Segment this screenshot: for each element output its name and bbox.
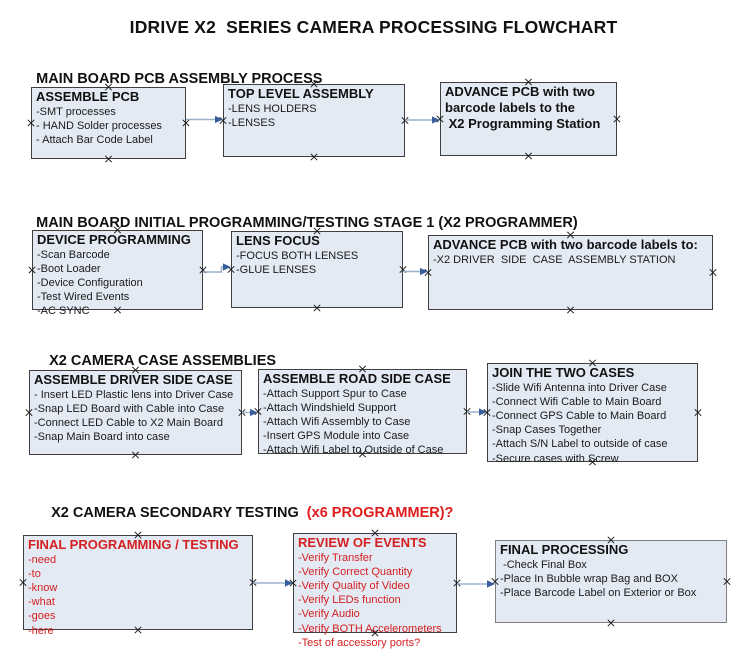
flow-box-final-programming-testing: FINAL PROGRAMMING / TESTING-need-to-know…: [23, 535, 253, 637]
box-item: -Place Barcode Label on Exterior or Box: [500, 586, 697, 599]
box-item: -Verify Correct Quantity: [298, 565, 413, 578]
box-item: -know: [28, 581, 58, 594]
section-heading-pcb-assembly: MAIN BOARD PCB ASSEMBLY PROCESS: [20, 55, 322, 103]
flow-box-join-the-two-cases: JOIN THE TWO CASES-Slide Wifi Antenna in…: [487, 363, 698, 465]
box-item: -Connect GPS Cable to Main Board: [492, 409, 667, 422]
box-item: -Attach S/N Label to outside of case: [492, 438, 668, 451]
box-title: FINAL PROGRAMMING / TESTING: [28, 537, 239, 552]
section-heading-red-text: (x6 PROGRAMMER)?: [306, 505, 454, 521]
box-item: -Snap Main Board into case: [34, 431, 170, 444]
box-item: -AC SYNC: [37, 305, 90, 318]
box-item: -Snap Cases Together: [492, 424, 602, 437]
box-title: DEVICE PROGRAMMING: [37, 232, 191, 247]
arrowhead-icon: [285, 579, 293, 587]
flow-box-assemble-pcb: ASSEMBLE PCB-SMT processes- HAND Solder …: [31, 87, 186, 159]
box-title: ASSEMBLE PCB: [36, 89, 140, 104]
section-heading-case-assemblies: X2 CAMERA CASE ASSEMBLIES: [33, 337, 276, 385]
box-title: JOIN THE TWO CASES: [492, 365, 635, 380]
box-item: -what: [28, 596, 55, 609]
box-item: -Verify LEDs function: [298, 594, 401, 607]
arrowhead-icon: [432, 116, 440, 124]
flow-box-advance-pcb-driver-side: ADVANCE PCB with two barcode labels to:-…: [428, 235, 713, 310]
box-item: -Insert GPS Module into Case: [263, 430, 410, 443]
box-item: -GLUE LENSES: [236, 263, 317, 276]
box-item: -Verify Audio: [298, 608, 360, 621]
box-item: -Check Final Box: [500, 558, 587, 571]
box-item: -Attach Support Spur to Case: [263, 387, 407, 400]
box-item: -Scan Barcode: [37, 248, 110, 261]
arrowhead-icon: [479, 408, 487, 416]
arrowhead-icon: [420, 267, 428, 276]
box-title: ADVANCE PCB with two barcode labels to:: [433, 237, 698, 252]
box-title: ADVANCE PCB with two: [445, 84, 595, 99]
box-item: X2 Programming Station: [445, 116, 601, 131]
box-item: -Test Wired Events: [37, 291, 130, 304]
box-item: - Attach Bar Code Label: [36, 133, 153, 146]
arrowhead-icon: [250, 408, 258, 417]
box-item: -FOCUS BOTH LENSES: [236, 249, 359, 262]
flow-box-final-processing: FINAL PROCESSING -Check Final Box-Place …: [495, 540, 727, 623]
box-item: -Verify Transfer: [298, 551, 373, 564]
box-item: -Snap LED Board with Cable into Case: [34, 402, 225, 415]
arrowhead-icon: [215, 115, 223, 124]
box-item: -Connect LED Cable to X2 Main Board: [34, 416, 223, 429]
arrowhead-icon: [223, 263, 231, 271]
box-item: - HAND Solder processes: [36, 119, 162, 132]
page-title: IDRIVE X2 SERIES CAMERA PROCESSING FLOWC…: [129, 17, 618, 37]
flow-box-device-programming: DEVICE PROGRAMMING-Scan Barcode-Boot Loa…: [32, 230, 203, 317]
box-item: -Device Configuration: [37, 276, 143, 289]
box-item: -LENS HOLDERS: [228, 102, 317, 115]
flow-box-review-of-events: REVIEW OF EVENTS-Verify Transfer-Verify …: [293, 533, 457, 649]
box-title: TOP LEVEL ASSEMBLY: [228, 86, 374, 101]
flow-box-assemble-driver-side-case: ASSEMBLE DRIVER SIDE CASE- Insert LED Pl…: [29, 370, 242, 455]
box-item: -Verify BOTH Accelerometers: [298, 622, 442, 635]
box-item: -Connect Wifi Cable to Main Board: [492, 395, 662, 408]
flow-box-lens-focus: LENS FOCUS-FOCUS BOTH LENSES-GLUE LENSES: [231, 231, 403, 308]
box-title: REVIEW OF EVENTS: [298, 535, 427, 550]
box-item: -Attach Wifi Assembly to Case: [263, 415, 411, 428]
box-item: -X2 DRIVER SIDE CASE ASSEMBLY STATION: [433, 253, 676, 266]
box-item: -need: [28, 553, 57, 566]
flow-box-top-level-assembly: TOP LEVEL ASSEMBLY-LENS HOLDERS-LENSES: [223, 84, 405, 157]
box-item: -Slide Wifi Antenna into Driver Case: [492, 381, 667, 394]
box-title: ASSEMBLE ROAD SIDE CASE: [263, 371, 451, 386]
box-item: -Verify Quality of Video: [298, 579, 410, 592]
connector-line: [203, 266, 223, 273]
section-heading-text: X2 CAMERA SECONDARY TESTING: [51, 505, 307, 521]
box-item: -here: [28, 624, 54, 637]
box-item: -SMT processes: [36, 105, 116, 118]
section-heading-text: X2 CAMERA CASE ASSEMBLIES: [49, 353, 277, 369]
section-heading-initial-programming: MAIN BOARD INITIAL PROGRAMMING/TESTING S…: [20, 199, 578, 247]
box-item: -Secure cases with Screw: [492, 452, 619, 465]
box-item: -goes: [28, 610, 56, 623]
box-item: -LENSES: [228, 116, 276, 129]
section-heading-text: MAIN BOARD PCB ASSEMBLY PROCESS: [36, 71, 323, 87]
box-item: -Test of accessory ports?: [298, 636, 421, 649]
box-title: FINAL PROCESSING: [500, 542, 629, 557]
section-heading-secondary-testing: X2 CAMERA SECONDARY TESTING (x6 PROGRAMM…: [35, 489, 453, 537]
box-item: -Place In Bubble wrap Bag and BOX: [500, 572, 678, 585]
box-item: -Attach Wifi Label to Outside of Case: [263, 444, 444, 457]
box-item: - Insert LED Plastic lens into Driver Ca…: [34, 388, 234, 401]
section-heading-text: MAIN BOARD INITIAL PROGRAMMING/TESTING S…: [36, 215, 578, 231]
box-item: -Attach Windshield Support: [263, 401, 397, 414]
box-title: ASSEMBLE DRIVER SIDE CASE: [34, 372, 233, 387]
box-item: barcode labels to the: [445, 99, 576, 115]
box-title: LENS FOCUS: [236, 233, 320, 248]
box-item: -to: [28, 567, 41, 580]
box-item: -Boot Loader: [37, 262, 101, 275]
arrowhead-icon: [487, 580, 495, 588]
flow-box-assemble-road-side-case: ASSEMBLE ROAD SIDE CASE-Attach Support S…: [258, 369, 467, 457]
